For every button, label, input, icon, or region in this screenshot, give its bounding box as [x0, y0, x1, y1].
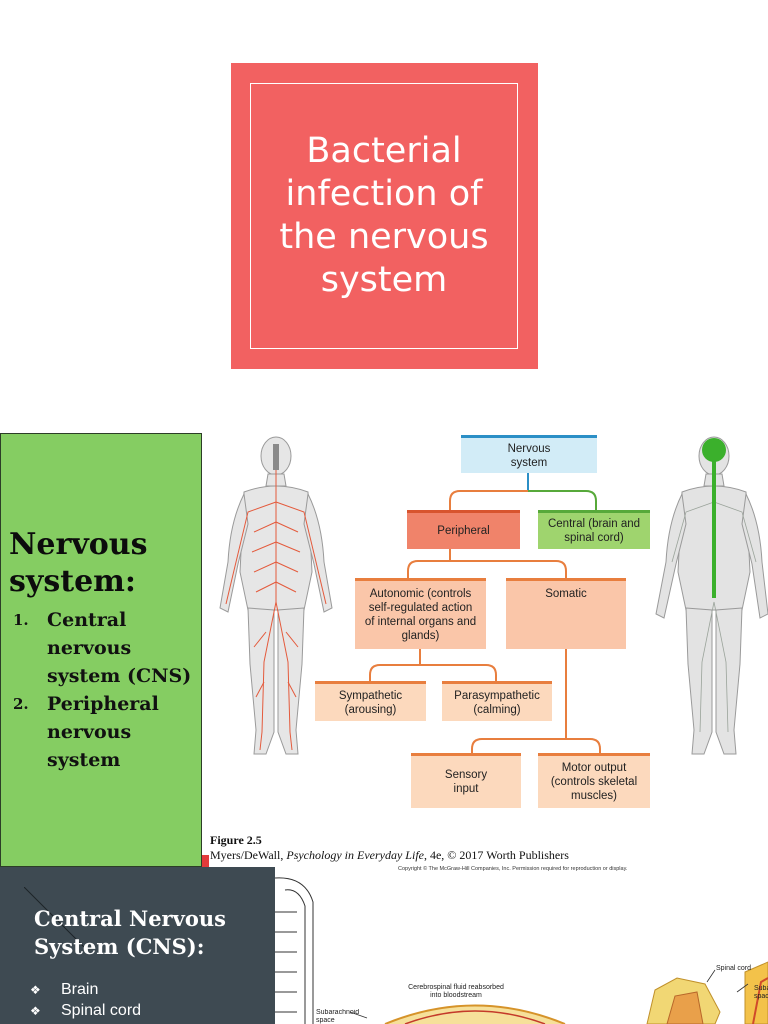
diamond-bullet-icon: ❖: [30, 982, 41, 997]
figure-label: Figure 2.5: [210, 833, 262, 847]
list-label: Spinal cord: [61, 1001, 142, 1019]
diagonal-accent-line: [24, 887, 84, 947]
flowchart-connectors: [369, 473, 601, 753]
credit-title: Psychology in Everyday Life: [286, 848, 424, 862]
slide-title: Bacterial infection of the nervous syste…: [279, 131, 489, 300]
subarachnoid-label-right: Subarachnoid space: [754, 985, 768, 1000]
list-number: 2.: [13, 695, 29, 713]
cns-panel: Central Nervous System (CNS): ❖ Brain ❖ …: [0, 867, 275, 1024]
node-peripheral: Peripheral: [407, 510, 520, 549]
node-sympathetic: Sympathetic (arousing): [315, 681, 426, 721]
list-label: Peripheral nervous system: [47, 693, 159, 771]
list-item: 2. Peripheral nervous system: [9, 690, 201, 774]
figure-credit: Myers/DeWall, Psychology in Everyday Lif…: [210, 848, 569, 863]
red-accent-mark: [202, 855, 209, 867]
brain-spinal-illustration: [275, 877, 768, 1024]
spinal-cord-label: Spinal cord: [716, 965, 752, 972]
list-number: 1.: [13, 611, 29, 629]
subarachnoid-label-left: Subarachnoid space: [316, 1009, 360, 1024]
node-motor: Motor output (controls skeletal muscles): [538, 753, 650, 808]
nervous-system-flowchart: Nervous system Peripheral Central (brain…: [300, 433, 660, 813]
node-autonomic: Autonomic (controls self-regulated actio…: [355, 578, 486, 649]
title-frame: Bacterial infection of the nervous syste…: [250, 83, 518, 349]
cns-heading: Central Nervous System (CNS):: [34, 906, 226, 959]
cns-list: ❖ Brain ❖ Spinal cord: [30, 979, 141, 1021]
list-item: ❖ Brain: [30, 979, 141, 1000]
list-item: 1. Central nervous system (CNS): [9, 606, 201, 690]
panel-heading: Nervous system:: [9, 527, 148, 599]
credit-suffix: , 4e, © 2017 Worth Publishers: [423, 848, 569, 862]
node-nervous-system: Nervous system: [461, 435, 597, 473]
credit-prefix: Myers/DeWall,: [210, 848, 287, 862]
division-list: 1. Central nervous system (CNS) 2. Perip…: [9, 606, 201, 774]
diamond-bullet-icon: ❖: [30, 1003, 41, 1018]
node-sensory: Sensory input: [411, 753, 521, 808]
peripheral-body-figure: [219, 436, 333, 755]
node-parasympathetic: Parasympathetic (calming): [442, 681, 552, 721]
list-label: Central nervous system (CNS): [47, 609, 192, 687]
nervous-system-panel: Nervous system: 1. Central nervous syste…: [0, 433, 202, 867]
list-label: Brain: [61, 980, 99, 998]
copyright-notice: Copyright © The McGraw-Hill Companies, I…: [398, 866, 628, 872]
node-somatic: Somatic: [506, 578, 626, 649]
central-body-figure: [655, 436, 768, 755]
node-central: Central (brain and spinal cord): [538, 510, 650, 549]
list-item: ❖ Spinal cord: [30, 1000, 141, 1021]
title-slide: Bacterial infection of the nervous syste…: [231, 63, 538, 369]
csf-label: Cerebrospinal fluid reabsorbed into bloo…: [408, 984, 504, 999]
